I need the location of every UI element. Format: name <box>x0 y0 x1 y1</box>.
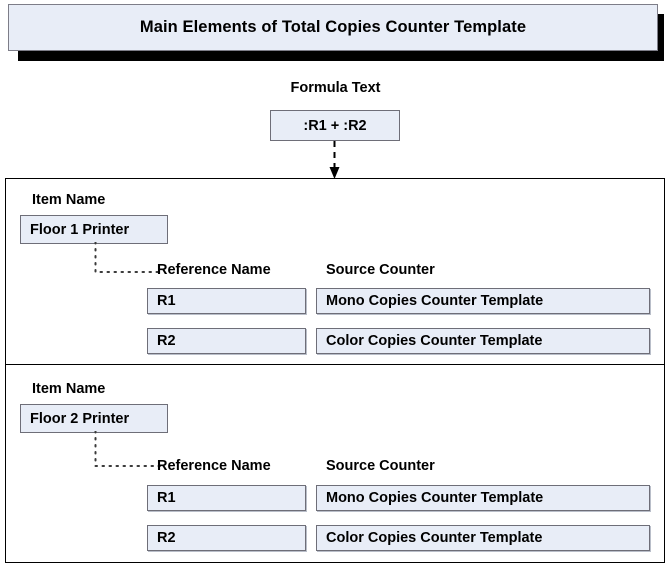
table-row-reference-cell[interactable]: R1 <box>147 288 306 314</box>
item-name-box[interactable]: Floor 2 Printer <box>20 404 168 433</box>
source-counter-header: Source Counter <box>326 458 435 474</box>
printer-section-1: Item Name Floor 1 Printer Reference Name… <box>5 178 665 365</box>
reference-name-header: Reference Name <box>157 458 271 474</box>
sections-outer-frame <box>5 178 665 563</box>
table-row-reference-cell[interactable]: R2 <box>147 525 306 551</box>
item-name-label: Item Name <box>32 381 106 397</box>
formula-value: :R1 + :R2 <box>303 117 367 134</box>
printer-section-2: Item Name Floor 2 Printer Reference Name… <box>5 365 665 563</box>
page-title: Main Elements of Total Copies Counter Te… <box>139 18 527 36</box>
table-row-source-cell[interactable]: Color Copies Counter Template <box>316 328 650 354</box>
item-name-label: Item Name <box>32 192 106 208</box>
table-row-reference-cell[interactable]: R2 <box>147 328 306 354</box>
source-counter-header: Source Counter <box>326 262 435 278</box>
diagram-title-box: Main Elements of Total Copies Counter Te… <box>8 4 658 51</box>
formula-text-label: Formula Text <box>290 80 381 96</box>
item-to-rows-connector <box>94 242 161 273</box>
table-row-reference-cell[interactable]: R1 <box>147 485 306 511</box>
table-row-source-cell[interactable]: Color Copies Counter Template <box>316 525 650 551</box>
table-row-source-cell[interactable]: Mono Copies Counter Template <box>316 485 650 511</box>
item-to-rows-connector <box>94 431 161 467</box>
down-arrow-dashed-icon <box>329 141 340 179</box>
reference-name-header: Reference Name <box>157 262 271 278</box>
formula-text-box: :R1 + :R2 <box>270 110 400 141</box>
item-name-box[interactable]: Floor 1 Printer <box>20 215 168 244</box>
table-row-source-cell[interactable]: Mono Copies Counter Template <box>316 288 650 314</box>
